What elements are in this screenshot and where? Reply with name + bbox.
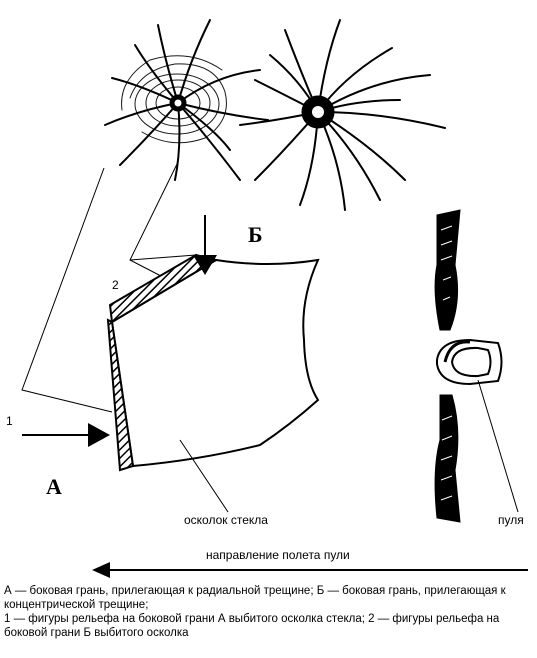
label-num-2: 2 (112, 278, 119, 292)
bullet-leader (477, 379, 519, 513)
glass-fragment (106, 253, 320, 472)
label-direction: направление полета пули (206, 548, 350, 562)
direction-arrow (92, 562, 528, 578)
label-fragment: осколок стекла (184, 513, 268, 527)
label-bullet: пуля (498, 513, 524, 527)
label-face-a: А (46, 474, 62, 499)
label-num-1: 1 (6, 414, 13, 428)
arrow-face-a (22, 423, 110, 447)
caption-line-2: 1 — фигуры рельефа на боковой грани А вы… (4, 613, 500, 639)
glass-fracture-diagram (21, 19, 528, 578)
bullet-hole-left (104, 19, 269, 181)
figure-caption: А — боковая грань, прилегающая к радиаль… (4, 584, 534, 640)
bullet-hole-right (239, 19, 446, 211)
arrow-face-b (193, 215, 217, 275)
caption-line-1: А — боковая грань, прилегающая к радиаль… (4, 585, 506, 611)
bullet-side-view (434, 209, 503, 523)
label-face-b: Б (248, 222, 263, 247)
face-a-hatched (106, 318, 135, 472)
fragment-leader (179, 439, 229, 513)
